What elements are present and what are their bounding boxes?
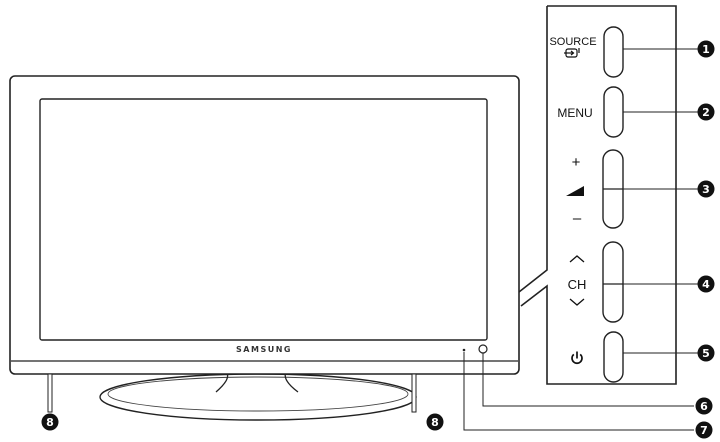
leg-right (411, 373, 417, 413)
chevron-up-icon (569, 255, 585, 263)
menu-label: MENU (557, 106, 592, 120)
tv-body: SAMSUNG (9, 75, 694, 431)
chevron-down-icon (569, 298, 585, 306)
leader-6 (482, 353, 694, 407)
power-icon (571, 351, 583, 365)
power-button[interactable] (603, 331, 624, 383)
volume-plus-label: + (572, 154, 581, 171)
svg-text:5: 5 (702, 347, 710, 360)
panel-outline (520, 5, 677, 385)
tv-screen (39, 98, 488, 341)
volume-rocker[interactable] (602, 149, 624, 229)
callout-8-right: 8 (426, 413, 444, 431)
callout-2: 2 (697, 103, 715, 121)
brand-logo: SAMSUNG (236, 345, 292, 354)
callout-5: 5 (697, 344, 715, 362)
volume-wedge-icon (566, 186, 584, 196)
power-indicator (462, 348, 466, 352)
source-button[interactable] (603, 26, 624, 78)
callout-8-left: 8 (41, 413, 59, 431)
svg-text:6: 6 (700, 400, 708, 413)
stand-base-inner (107, 376, 409, 412)
callout-3: 3 (697, 180, 715, 198)
svg-text:8: 8 (431, 416, 439, 429)
channel-label: CH (568, 277, 587, 292)
volume-minus-label: – (573, 210, 582, 227)
remote-sensor (478, 344, 488, 354)
svg-text:4: 4 (702, 278, 710, 291)
stand-base (99, 373, 417, 421)
callout-1: 1 (697, 40, 715, 58)
control-panel (518, 5, 677, 385)
svg-text:3: 3 (702, 183, 710, 196)
panel-connector (518, 6, 548, 293)
source-label: SOURCE (549, 36, 596, 48)
callout-4: 4 (697, 275, 715, 293)
leg-left (47, 373, 53, 413)
svg-text:2: 2 (702, 106, 710, 119)
svg-text:7: 7 (700, 424, 708, 437)
menu-button[interactable] (603, 86, 624, 138)
source-input-icon (564, 48, 580, 58)
svg-text:1: 1 (702, 43, 710, 56)
callout-6: 6 (695, 397, 713, 415)
channel-rocker[interactable] (602, 241, 624, 323)
leader-7 (463, 352, 694, 431)
svg-text:8: 8 (46, 416, 54, 429)
callout-7: 7 (695, 421, 713, 439)
panel-leaders (623, 48, 698, 354)
